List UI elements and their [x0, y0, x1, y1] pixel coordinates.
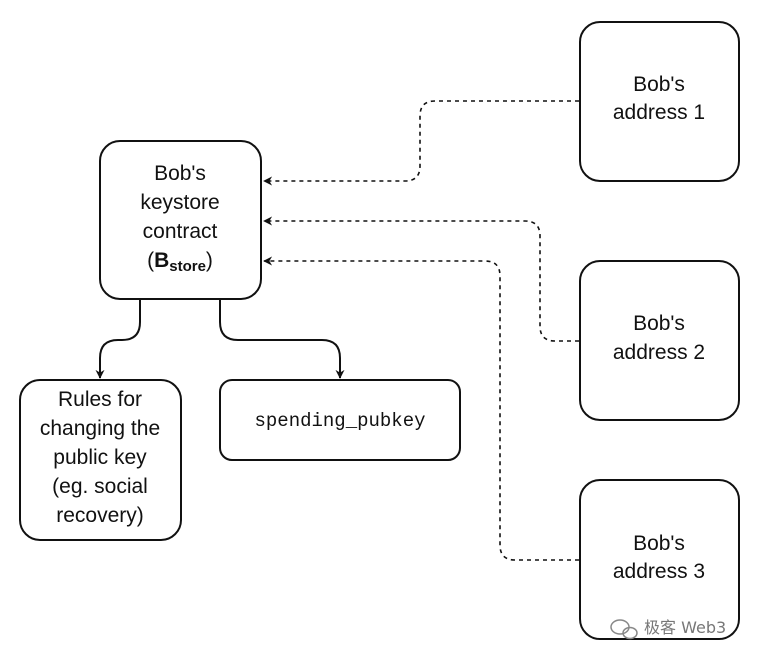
keystore-contract-box: [99, 140, 262, 300]
spending-pubkey-node: spending_pubkey: [219, 379, 461, 461]
keystore-line-4: (Bstore): [147, 249, 213, 275]
keystore-line-3: contract: [143, 220, 218, 243]
b-store-symbol: B: [154, 249, 169, 272]
edge-keystore-to-rules: [95, 300, 141, 379]
address-3-line-1: Bob's: [633, 532, 685, 555]
b-store-subscript: store: [169, 258, 206, 275]
address-2-node: Bob's address 2: [579, 260, 740, 421]
keystore-line-2: keystore: [140, 191, 219, 214]
address-1-node: Bob's address 1: [579, 21, 740, 182]
address-3-line-2: address 3: [613, 560, 705, 583]
keystore-line-1: Bob's: [154, 162, 206, 185]
address-1-line-2: address 1: [613, 101, 705, 124]
spending-pubkey-label: spending_pubkey: [254, 410, 425, 432]
address-3-box: [579, 479, 740, 640]
wechat-logo-icon: [610, 619, 638, 640]
rules-node: Rules for changing the public key (eg. s…: [19, 379, 182, 541]
rules-line-1: Rules for: [58, 388, 142, 411]
rules-line-5: recovery): [56, 504, 144, 527]
address-2-line-1: Bob's: [633, 312, 685, 335]
address-3-node: Bob's address 3: [579, 479, 740, 640]
edge-address-2-to-keystore: [263, 216, 579, 342]
rules-box: [19, 379, 182, 541]
paren-open: (: [147, 249, 154, 272]
keystore-contract-node: Bob's keystore contract (Bstore): [99, 140, 262, 300]
spending-pubkey-box: [219, 379, 461, 461]
watermark: 极客 Web3: [610, 618, 726, 640]
address-2-box: [579, 260, 740, 421]
paren-close: ): [206, 249, 213, 272]
edge-address-1-to-keystore: [263, 100, 579, 186]
watermark-text: 极客 Web3: [644, 618, 726, 637]
edge-keystore-to-pubkey: [219, 300, 345, 379]
address-1-line-1: Bob's: [633, 73, 685, 96]
rules-line-4: (eg. social: [52, 475, 148, 498]
rules-line-2: changing the: [40, 417, 160, 440]
address-1-box: [579, 21, 740, 182]
rules-line-3: public key: [53, 446, 147, 469]
address-2-line-2: address 2: [613, 341, 705, 364]
